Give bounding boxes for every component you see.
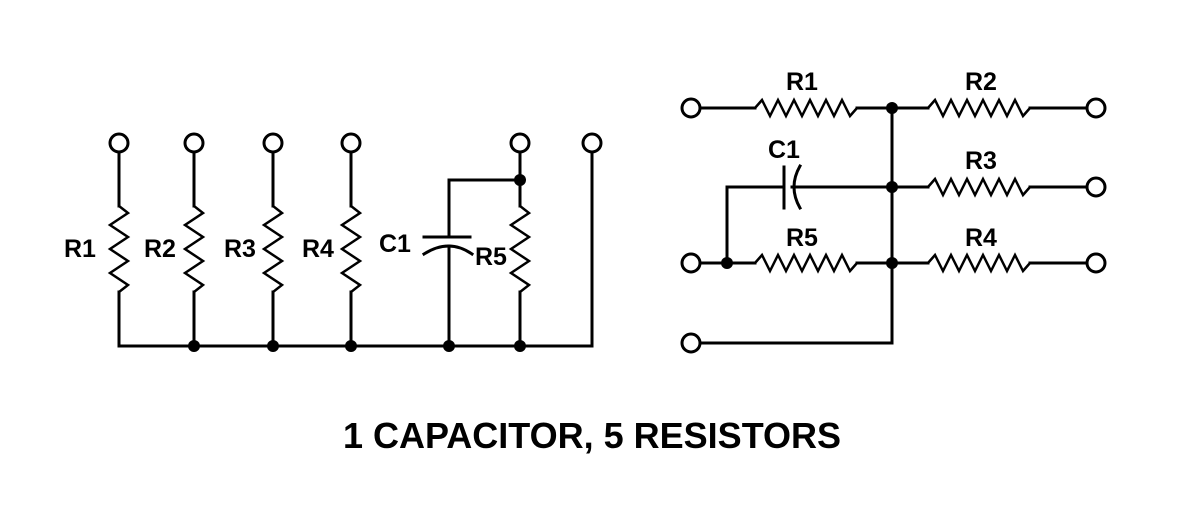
label-c1: C1 [379, 230, 411, 258]
junction-dot [267, 340, 279, 352]
terminal [183, 132, 205, 154]
terminal [262, 132, 284, 154]
resistor-r2 [927, 97, 1031, 119]
label-r3: R3 [224, 235, 256, 263]
right-row-3 [680, 252, 1107, 274]
terminal [1085, 176, 1107, 198]
label-r5: R5 [475, 243, 507, 271]
junction-dot [443, 340, 455, 352]
label-r4: R4 [965, 224, 997, 252]
junction-dot [514, 340, 526, 352]
junction-dot [514, 174, 526, 186]
right-row-1 [680, 97, 1107, 119]
right-row-2 [725, 163, 1107, 265]
resistor-r5 [508, 205, 532, 293]
junction-dot [188, 340, 200, 352]
label-c1: C1 [768, 136, 800, 164]
resistor-r1 [107, 205, 131, 293]
terminal [680, 332, 702, 354]
terminal [108, 132, 130, 154]
junction-dot [886, 257, 898, 269]
terminal [1085, 252, 1107, 274]
left-r2-branch [182, 132, 206, 352]
resistor-r4 [339, 205, 363, 293]
label-r1: R1 [64, 235, 96, 263]
terminal [509, 132, 531, 154]
junction-dot [345, 340, 357, 352]
label-r5: R5 [786, 224, 818, 252]
label-r2: R2 [965, 68, 997, 96]
resistor-r3 [927, 176, 1031, 198]
terminal [340, 132, 362, 154]
left-return-branch [581, 132, 603, 348]
diagram-caption: 1 CAPACITOR, 5 RESISTORS [343, 415, 841, 456]
junction-dot [886, 102, 898, 114]
label-r3: R3 [965, 147, 997, 175]
left-r3-branch [261, 132, 285, 352]
left-r1-branch [107, 132, 131, 348]
resistor-r3 [261, 205, 285, 293]
terminal [1085, 97, 1107, 119]
resistor-r5 [754, 252, 858, 274]
label-r2: R2 [144, 235, 176, 263]
terminal [680, 97, 702, 119]
resistor-r4 [927, 252, 1031, 274]
terminal [581, 132, 603, 154]
label-r1: R1 [786, 68, 818, 96]
left-c1-r5-branch [421, 132, 532, 352]
left-schematic: R1 R2 R3 R4 C1 R5 [64, 132, 603, 352]
resistor-r2 [182, 205, 206, 293]
right-schematic: R1 R2 C1 R3 R5 R4 [680, 68, 1107, 354]
junction-dot [721, 257, 733, 269]
label-r4: R4 [302, 235, 334, 263]
left-r4-branch [339, 132, 363, 352]
terminal [680, 252, 702, 274]
junction-dot [886, 181, 898, 193]
resistor-r1 [754, 97, 858, 119]
right-row-4 [680, 332, 894, 354]
